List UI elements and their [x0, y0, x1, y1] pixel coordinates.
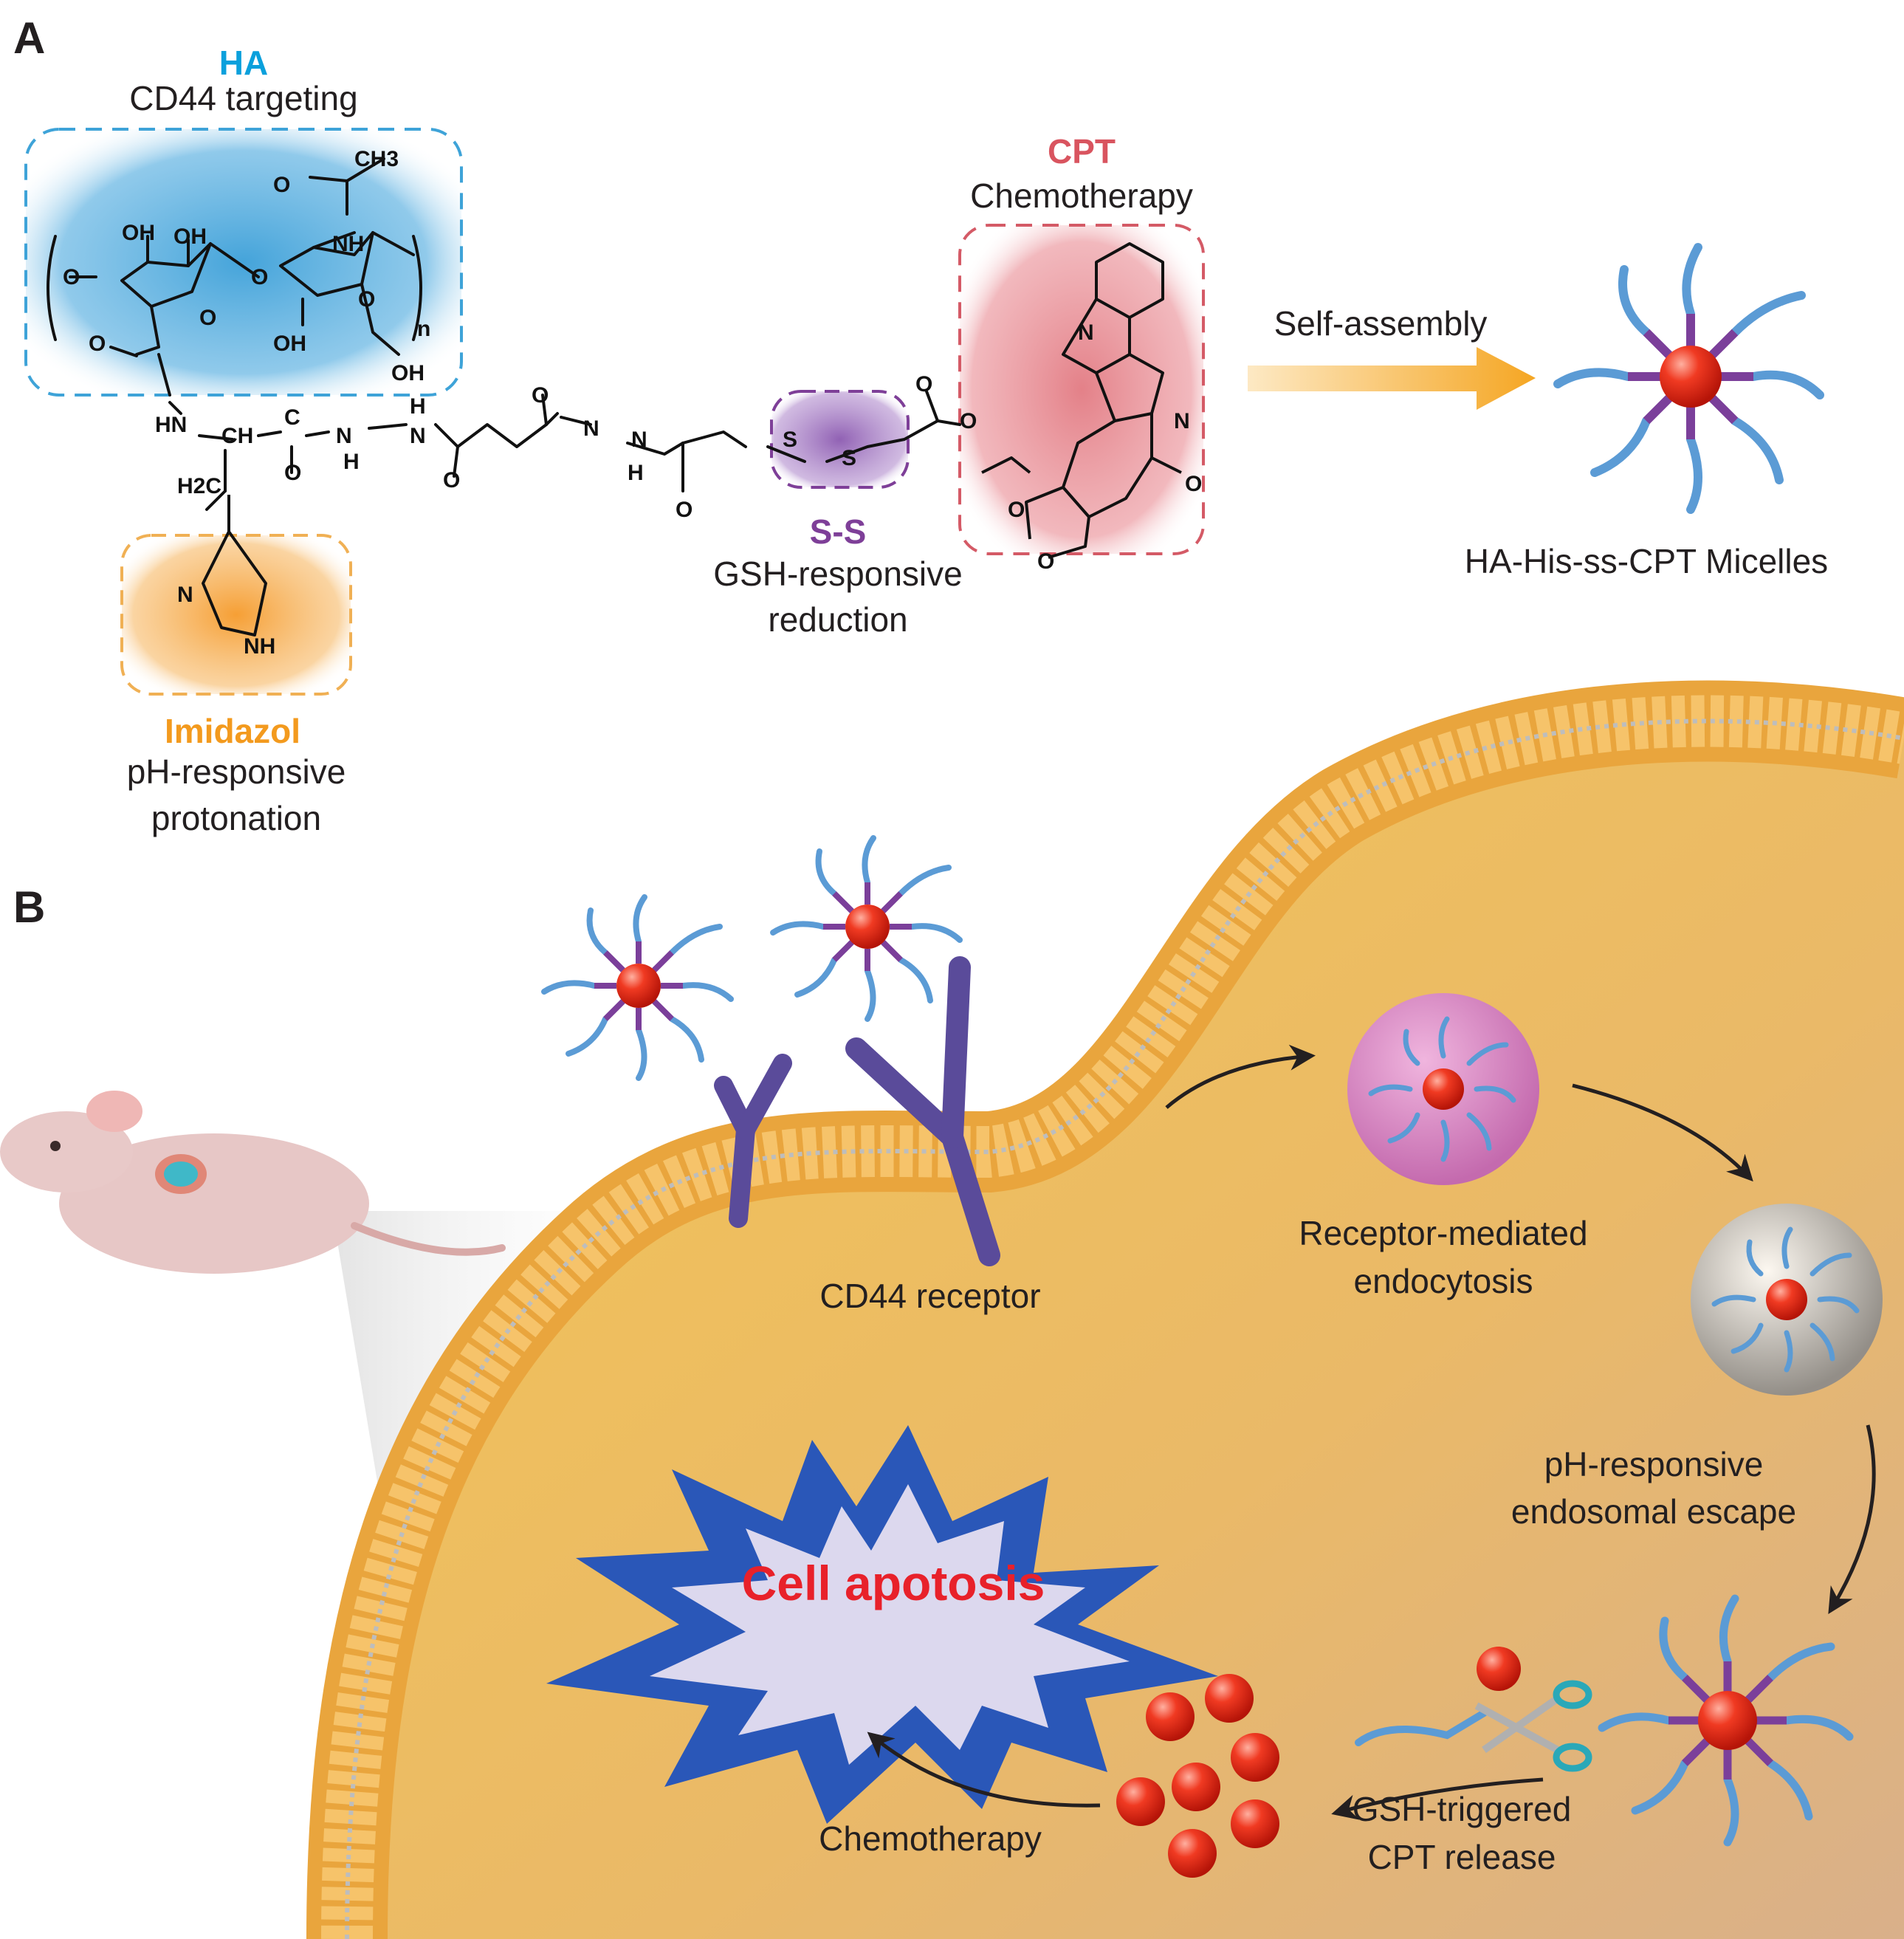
atom-s-1: S [783, 428, 797, 452]
atom-oh-3: OH [273, 332, 306, 356]
ss-description-line2: reduction [768, 600, 908, 639]
atom-ch3: CH3 [354, 147, 399, 171]
atom-o-2: O [251, 265, 268, 289]
atom-hn: HN [155, 413, 187, 437]
atom-c-1: C [284, 405, 300, 430]
endocytosis-label-line1: Receptor-mediated [1299, 1214, 1588, 1252]
self-assembly-label: Self-assembly [1274, 304, 1488, 343]
atom-h-1: H [343, 450, 360, 474]
release-label-line2: CPT release [1367, 1838, 1556, 1876]
atom-nh: NH [332, 232, 364, 256]
micelle-label: HA-His-ss-CPT Micelles [1464, 542, 1829, 580]
imidazole-description-line2: protonation [151, 799, 322, 837]
cd44-label: CD44 receptor [819, 1277, 1041, 1315]
endocytosis-label-line2: endocytosis [1353, 1262, 1533, 1300]
panel-label-b: B [13, 882, 46, 932]
atom-s-2: S [842, 446, 856, 470]
micelle-b2 [770, 835, 963, 1022]
atom-nh-imid: NH [244, 634, 275, 659]
atom-o-cpt-2: O [1008, 498, 1025, 522]
atom-n-sub: n [417, 317, 430, 341]
micelle-cytoplasm [1598, 1594, 1854, 1847]
self-assembly-arrow [1248, 347, 1536, 410]
atom-n-3: N [583, 416, 599, 441]
ss-highlight [771, 391, 908, 487]
atom-o-1: O [63, 265, 80, 289]
atom-o-5: O [443, 468, 460, 493]
atom-o-ring-2: O [358, 287, 375, 312]
atom-o-3: O [89, 332, 106, 356]
membrane-core [345, 718, 1904, 1939]
ha-structure [47, 157, 422, 397]
ha-description: CD44 targeting [129, 79, 358, 117]
cd44-receptor-1 [714, 1054, 792, 1228]
imidazole-dashed-box [120, 534, 352, 696]
release-label-line1: GSH-triggered [1352, 1790, 1572, 1828]
atom-n-cpt-2: N [1174, 409, 1190, 433]
panel-label-a: A [13, 13, 46, 63]
atom-oh-1: OH [122, 221, 155, 245]
atom-o-4: O [284, 461, 301, 485]
apoptosis-label: Cell apotosis [741, 1556, 1045, 1610]
atom-h2c: H2C [177, 474, 221, 498]
atom-o-cpt-3: O [1037, 549, 1054, 574]
atom-oh-2: OH [173, 224, 207, 249]
imidazole-ring [202, 495, 267, 636]
atom-h-2: H [410, 394, 426, 419]
linker-chain [168, 390, 961, 511]
atom-n-2: N [410, 424, 426, 448]
ss-description-line1: GSH-responsive [713, 555, 963, 593]
process-arrows [867, 1044, 1876, 1820]
atom-o-7: O [676, 498, 692, 522]
atom-o-cpt-1: O [1185, 472, 1202, 496]
atom-n-1: N [336, 424, 352, 448]
ha-highlight [26, 129, 461, 395]
imidazole-title: Imidazol [164, 712, 301, 750]
mouse-illustration [0, 1091, 506, 1274]
ss-title: S-S [809, 512, 867, 551]
atom-o-9: O [960, 409, 977, 433]
released-cpt [1116, 1674, 1279, 1878]
chemotherapy-label: Chemotherapy [819, 1819, 1042, 1858]
cell-cytoplasm [347, 721, 1904, 1939]
cpt-title: CPT [1048, 132, 1116, 171]
cpt-highlight [960, 225, 1203, 554]
atom-o-6: O [532, 383, 549, 408]
micelle-a [1553, 243, 1824, 514]
atom-h-3: H [628, 461, 644, 485]
atom-o-carbonyl: O [273, 173, 290, 197]
endosome-pink [1347, 993, 1539, 1185]
atom-o-8: O [915, 372, 932, 397]
endosome-grey [1691, 1204, 1883, 1396]
atom-oh-4: OH [391, 361, 425, 385]
imidazole-highlight [122, 535, 351, 694]
atom-ch: CH [221, 424, 253, 448]
escape-label-line2: endosomal escape [1511, 1492, 1797, 1531]
atom-n-4: N [631, 428, 647, 452]
ha-dashed-box [24, 128, 463, 397]
imidazole-description-line1: pH-responsive [126, 752, 346, 791]
apoptosis-burst [546, 1425, 1218, 1824]
atom-o-ring-1: O [199, 306, 216, 330]
scissors-icon [1355, 1647, 1592, 1772]
cpt-description: Chemotherapy [970, 176, 1193, 215]
cpt-dashed-box [958, 224, 1205, 555]
micelle-b1 [541, 894, 734, 1081]
cpt-structure [981, 242, 1182, 559]
atom-n-imid: N [177, 583, 193, 607]
escape-label-line1: pH-responsive [1544, 1445, 1764, 1483]
ss-dashed-box [770, 390, 910, 489]
atom-n-cpt-1: N [1078, 320, 1094, 345]
ha-title: HA [219, 44, 269, 82]
cd44-receptor-2 [845, 956, 1000, 1266]
